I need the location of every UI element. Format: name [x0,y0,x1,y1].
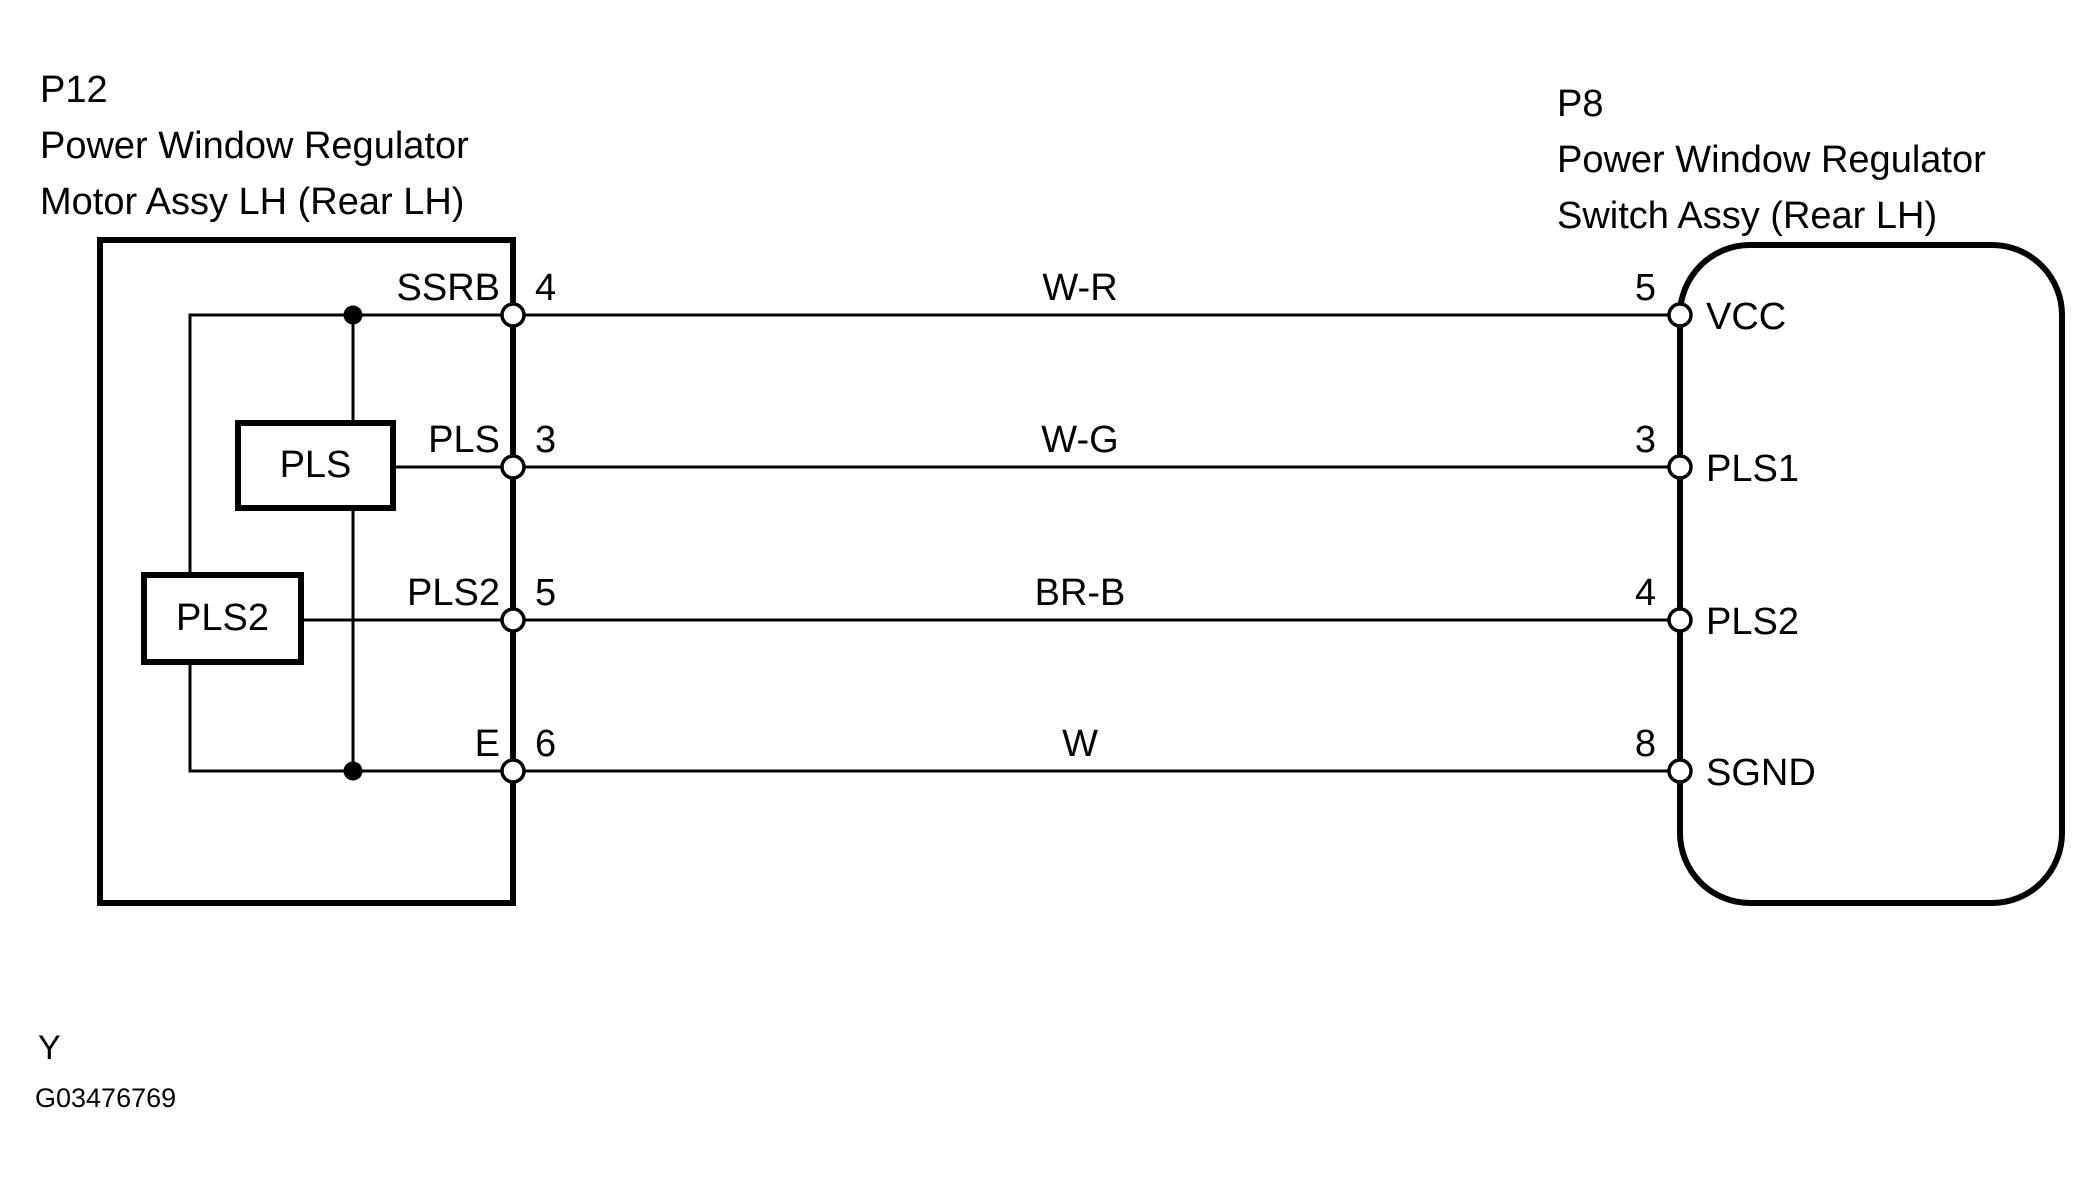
pls-box-label: PLS [279,444,352,486]
pin-terminal-right-8 [1667,758,1693,784]
right-connector-name-line2: Switch Assy (Rear LH) [1557,195,1938,237]
pin-terminal-left-6 [500,758,526,784]
wire-color-w-r: W-R [1042,267,1118,309]
left-pin-label-ssrb: SSRB [396,267,500,309]
pin-terminal-right-4 [1667,607,1693,633]
left-pin-number-6: 6 [535,723,557,765]
left-connector-code: P12 [40,69,108,111]
right-connector-code: P8 [1557,83,1604,125]
revision-mark: Y [38,1029,61,1067]
wire-color-w-g: W-G [1041,419,1119,461]
left-pin-label-pls2: PLS2 [407,572,500,614]
right-pin-label-vcc: VCC [1706,296,1787,338]
right-pin-number-5: 5 [1634,267,1656,309]
right-pin-label-pls1: PLS1 [1706,448,1799,490]
drawing-number: G03476769 [35,1083,177,1113]
left-connector-name-line2: Motor Assy LH (Rear LH) [40,181,465,223]
right-pin-number-8: 8 [1634,723,1656,765]
pin-terminal-right-5 [1667,302,1693,328]
left-connector-outline [97,237,516,906]
left-connector-title: P12 Power Window Regulator Motor Assy LH… [40,62,469,230]
right-pin-label-sgnd: SGND [1706,752,1816,794]
left-pin-number-5: 5 [535,572,557,614]
wire-color-w: W [1062,723,1098,765]
pls-component-box [235,420,396,511]
pin-terminal-right-3 [1667,454,1693,480]
pin-terminal-left-3 [500,454,526,480]
left-pin-label-pls: PLS [428,419,500,461]
left-pin-number-4: 4 [535,267,557,309]
right-pin-number-4: 4 [1634,572,1656,614]
right-connector-name-line1: Power Window Regulator [1557,139,1986,181]
right-connector-outline [1677,242,2065,906]
left-connector-name-line1: Power Window Regulator [40,125,469,167]
pin-terminal-left-5 [500,607,526,633]
junction-dot-bottom [343,761,363,781]
left-pin-number-3: 3 [535,419,557,461]
junction-dot-top [343,305,363,325]
pls2-component-box [141,572,304,665]
left-pin-label-e: E [474,723,500,765]
right-pin-label-pls2: PLS2 [1706,601,1799,643]
wire-color-br-b: BR-B [1034,572,1126,614]
right-connector-title: P8 Power Window Regulator Switch Assy (R… [1557,76,1986,244]
pls2-box-label: PLS2 [176,597,269,639]
pin-terminal-left-4 [500,302,526,328]
right-pin-number-3: 3 [1634,419,1656,461]
